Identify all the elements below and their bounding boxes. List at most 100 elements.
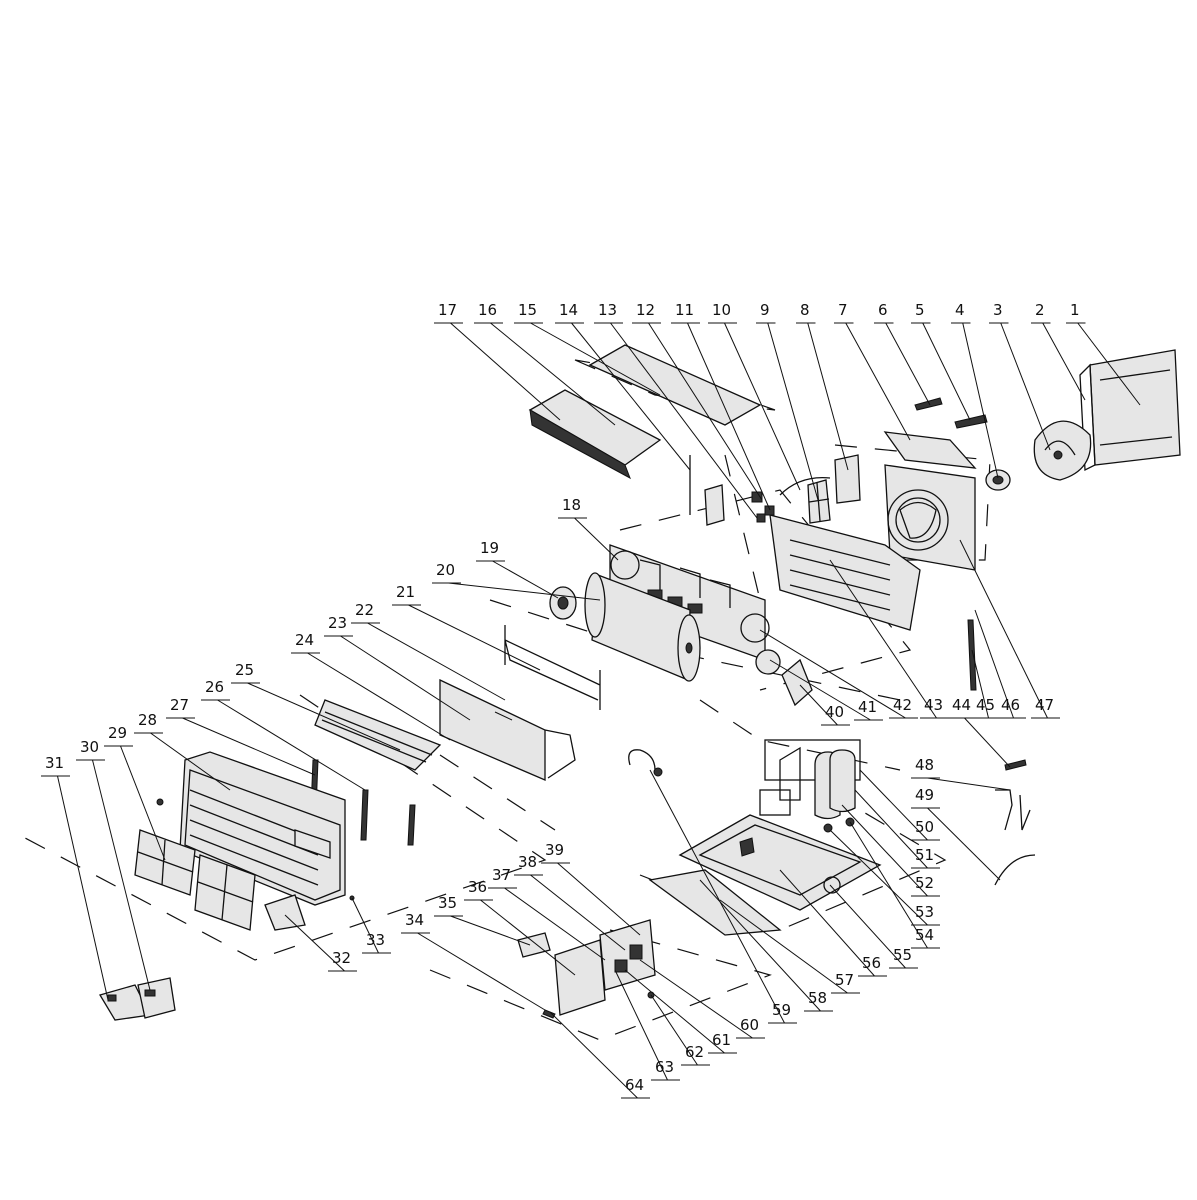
leader-line-22	[367, 622, 506, 701]
leader-line-47	[959, 539, 1048, 719]
leader-line-49	[927, 807, 1001, 881]
leader-line-29	[120, 745, 166, 861]
callout-labels: 1 2 3 4 5 6 7 8 9 10 11 12 13 14 15 16 1…	[45, 301, 1080, 1094]
leader-line-59	[649, 769, 785, 1024]
leader-line-33	[351, 897, 379, 954]
callout-60: 60	[740, 1016, 759, 1034]
part-clips	[751, 491, 775, 523]
leader-line-18	[574, 517, 619, 561]
part-terminal-board	[517, 932, 551, 958]
callout-48: 48	[915, 756, 934, 774]
leader-line-30	[92, 759, 151, 991]
leader-line-63	[614, 969, 668, 1081]
part-blower-wheel	[584, 572, 701, 682]
callout-63: 63	[655, 1058, 674, 1076]
callout-29: 29	[108, 724, 127, 742]
callout-6: 6	[878, 301, 888, 319]
leader-line-5	[922, 322, 971, 421]
leader-line-9	[767, 322, 819, 501]
callout-3: 3	[993, 301, 1003, 319]
leader-line-32	[284, 914, 345, 972]
leader-line-39	[557, 862, 641, 936]
callout-57: 57	[835, 971, 854, 989]
part-side-brackets	[310, 759, 416, 846]
leader-line-16	[490, 322, 616, 426]
leader-line-48	[927, 777, 1011, 791]
leader-line-19	[492, 560, 559, 599]
leader-line-12	[648, 322, 763, 501]
callout-9: 9	[760, 301, 770, 319]
part-compressor	[759, 739, 861, 833]
part-condenser-fan-blade	[1033, 420, 1092, 481]
leader-line-13	[610, 322, 758, 519]
leader-line-23	[340, 635, 471, 721]
callout-58: 58	[808, 989, 827, 1007]
callout-26: 26	[205, 678, 224, 696]
leader-line-10	[724, 322, 801, 491]
leader-line-27	[182, 717, 316, 776]
leader-line-64	[549, 1011, 638, 1099]
callout-25: 25	[235, 661, 254, 679]
callout-16: 16	[478, 301, 497, 319]
leader-line-42	[759, 629, 906, 719]
leader-line-15	[530, 322, 661, 396]
callout-37: 37	[492, 866, 511, 884]
callout-2: 2	[1035, 301, 1045, 319]
part-top-cover	[528, 344, 762, 526]
part-condenser-coil	[1079, 349, 1181, 472]
leader-line-14	[571, 322, 691, 471]
leader-line-53	[829, 829, 928, 926]
part-air-filters	[134, 829, 256, 931]
callout-10: 10	[712, 301, 731, 319]
callout-31: 31	[45, 754, 64, 772]
callout-59: 59	[772, 1001, 791, 1019]
leader-line-37	[504, 887, 606, 961]
callout-52: 52	[915, 874, 934, 892]
leader-line-7	[845, 322, 911, 441]
part-condenser-shroud	[884, 464, 976, 571]
part-control-boards	[99, 977, 176, 1021]
leader-line-28	[150, 732, 231, 791]
leader-line-44	[964, 717, 1011, 768]
callout-47: 47	[1035, 696, 1054, 714]
callout-56: 56	[862, 954, 881, 972]
callout-32: 32	[332, 949, 351, 967]
leader-line-3	[1000, 322, 1051, 451]
callout-49: 49	[915, 786, 934, 804]
leader-line-8	[807, 322, 849, 471]
leader-line-61	[624, 969, 725, 1054]
callout-45: 45	[976, 696, 995, 714]
callout-1: 1	[1070, 301, 1080, 319]
leader-line-4	[962, 322, 999, 479]
callout-11: 11	[675, 301, 694, 319]
leader-line-20	[448, 582, 601, 601]
callout-54: 54	[915, 926, 934, 944]
callout-53: 53	[915, 903, 934, 921]
leader-line-26	[217, 699, 366, 791]
leader-line-24	[307, 652, 451, 741]
leader-line-52	[841, 804, 928, 897]
part-sensor	[967, 619, 1027, 771]
leader-line-2	[1042, 322, 1086, 401]
callout-62: 62	[685, 1043, 704, 1061]
callout-38: 38	[518, 853, 537, 871]
leader-line-17	[450, 322, 561, 421]
leader-line-6	[885, 322, 931, 406]
leader-line-51	[854, 789, 928, 869]
callout-44: 44	[952, 696, 971, 714]
leader-line-1	[1077, 322, 1141, 406]
callout-13: 13	[598, 301, 617, 319]
part-support-bracket	[504, 625, 601, 710]
leader-line-41	[769, 659, 871, 721]
part-base-pan	[648, 814, 882, 936]
leader-line-25	[247, 682, 401, 751]
callout-51: 51	[915, 846, 934, 864]
leader-line-60	[639, 959, 753, 1039]
callout-30: 30	[80, 738, 99, 756]
part-blower-end	[549, 586, 577, 620]
callout-14: 14	[559, 301, 578, 319]
leader-line-43	[829, 559, 937, 719]
callout-36: 36	[468, 878, 487, 896]
leader-line-56	[779, 869, 875, 977]
